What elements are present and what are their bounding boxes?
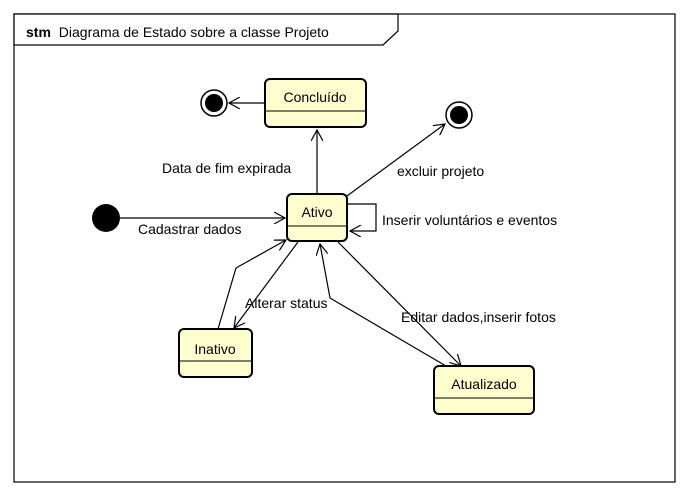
state-atualizado[interactable]: Atualizado <box>433 365 535 415</box>
state-inativo[interactable]: Inativo <box>178 328 253 378</box>
state-ativo-label: Ativo <box>301 204 332 220</box>
label-data-de-fim: Data de fim expirada <box>162 160 291 176</box>
initial-state-node[interactable] <box>92 204 120 232</box>
state-ativo[interactable]: Ativo <box>286 193 348 242</box>
final-state-right[interactable] <box>445 101 473 129</box>
transition-edge-atualizado-to-ativo[interactable] <box>320 244 447 367</box>
frame-title-tab <box>13 13 399 46</box>
label-cadastrar-dados: Cadastrar dados <box>138 221 242 237</box>
transition-edge-ativo-to-inativo[interactable] <box>234 241 299 328</box>
label-excluir-projeto: excluir projeto <box>397 163 484 179</box>
label-editar-dados: Editar dados,inserir fotos <box>401 309 556 325</box>
label-alterar-status: Alterar status <box>245 295 327 311</box>
transition-edge-excluir[interactable] <box>346 124 445 197</box>
state-concluido[interactable]: Concluído <box>264 78 367 128</box>
state-atualizado-label: Atualizado <box>451 376 517 392</box>
transition-edge-inativo-to-ativo[interactable] <box>217 240 286 330</box>
frame-title: stm Diagrama de Estado sobre a classe Pr… <box>26 24 329 40</box>
transition-edge-ativo-to-atualizado[interactable] <box>337 241 461 366</box>
state-concluido-label: Concluído <box>283 89 346 105</box>
final-state-left[interactable] <box>200 89 228 117</box>
state-inativo-label: Inativo <box>194 341 235 357</box>
transition-edge-self-loop[interactable] <box>348 203 377 231</box>
label-inserir-voluntarios: Inserir voluntários e eventos <box>382 212 557 228</box>
frame-keyword: stm <box>26 24 51 40</box>
frame-title-text: Diagrama de Estado sobre a classe Projet… <box>59 24 329 40</box>
